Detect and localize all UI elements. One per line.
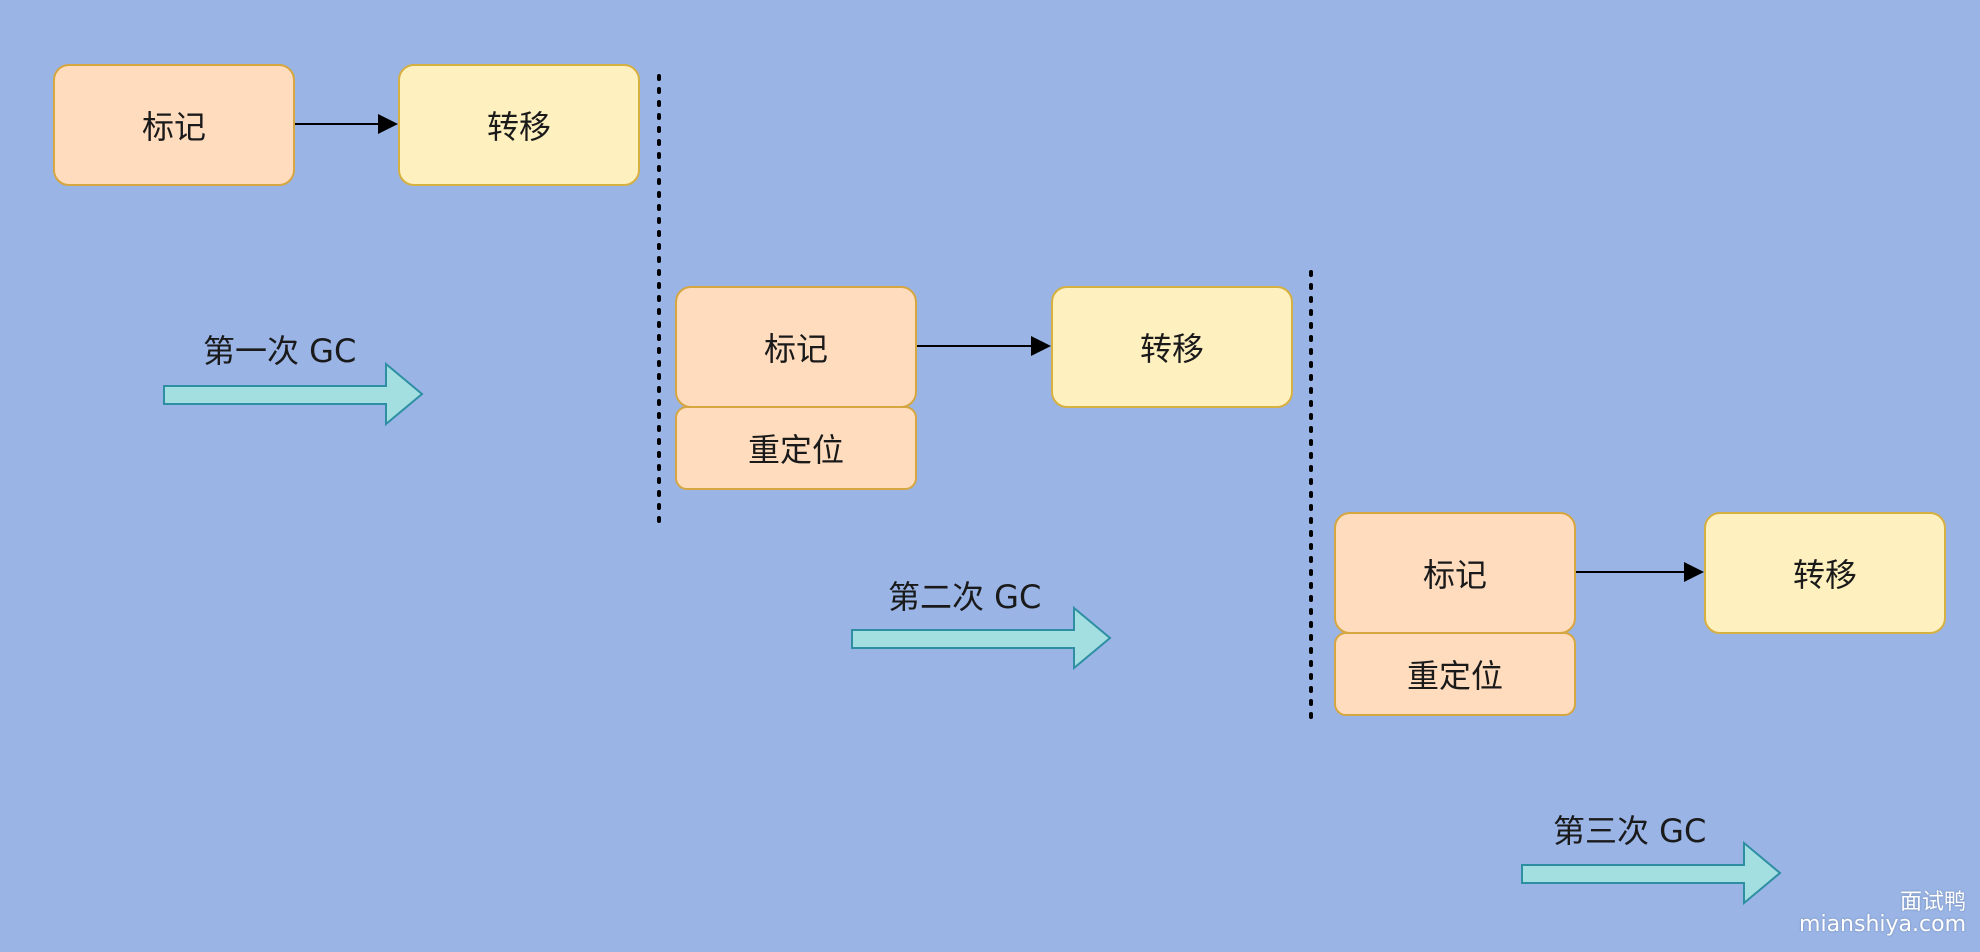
stage-2-mark-label: 标记 [763,330,828,368]
stage-2-relocate-label: 重定位 [747,431,844,469]
stage-3-gc-label: 第三次 GC [1553,812,1707,850]
stage-2-relocate-box: 重定位 [675,406,917,490]
stage-1-move-label: 转移 [486,108,551,146]
stage-2-move-box: 转移 [1051,286,1293,408]
stage-1-mark-label: 标记 [141,108,206,146]
stage-3-move-label: 转移 [1792,556,1857,594]
stage-1-mark-box: 标记 [53,64,295,186]
gc-arrow-1 [163,361,424,427]
stage-2-move-label: 转移 [1139,330,1204,368]
stage-3-relocate-label: 重定位 [1406,657,1503,695]
stage-2-gc-label: 第二次 GC [888,578,1042,616]
stage-3-mark-box: 标记 [1334,512,1576,634]
stage-1-gc-label: 第一次 GC [203,332,357,370]
gc-arrow-3 [1521,840,1782,906]
stage-3-mark-label: 标记 [1422,556,1487,594]
stage-2-mark-box: 标记 [675,286,917,408]
watermark-line-2: mianshiya.com [1799,912,1966,937]
watermark-line-1: 面试鸭 [1899,890,1966,915]
stage-1-move-box: 转移 [398,64,640,186]
stage-3-move-box: 转移 [1704,512,1946,634]
gc-arrow-2 [851,605,1112,671]
stage-3-relocate-box: 重定位 [1334,632,1576,716]
